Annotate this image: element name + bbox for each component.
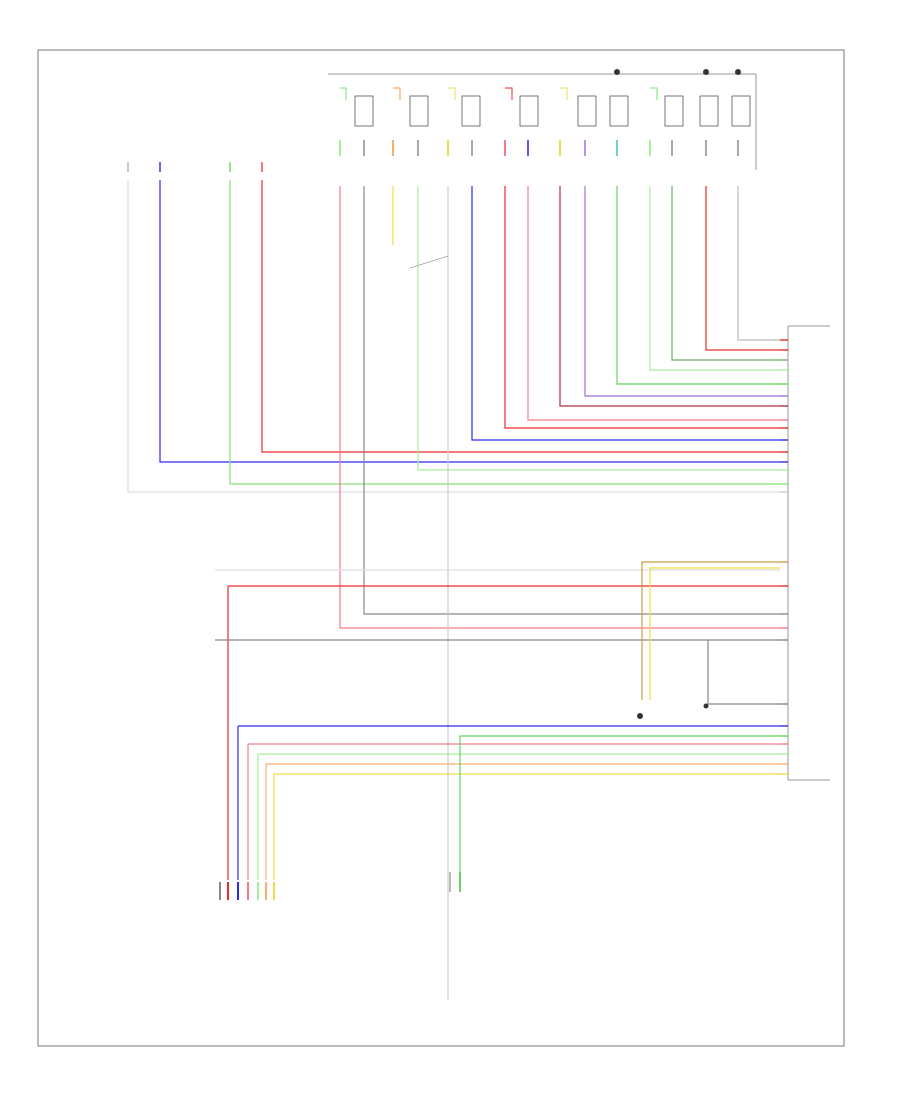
wire-inj-8 — [705, 186, 780, 351]
wire-inj-7b — [671, 186, 780, 361]
wire-ks-left-signal — [159, 180, 780, 463]
wire-inj-1 — [339, 186, 780, 629]
ect-sensor — [449, 872, 461, 892]
wire-inj-5b — [584, 186, 780, 397]
wire-inj-4 — [504, 186, 780, 429]
connector-stubs — [339, 140, 739, 156]
diagram-frame — [37, 49, 845, 1047]
wire-sensor-ground-2 — [649, 567, 780, 700]
wire-ect — [459, 735, 780, 880]
wire-inj-4b — [527, 186, 780, 421]
ecm — [787, 325, 830, 781]
right-knock-sensor — [229, 162, 263, 172]
wire-inj-9 — [737, 186, 780, 341]
wire-inj-6 — [616, 186, 780, 385]
throttle-body — [219, 882, 275, 900]
left-knock-sensor — [127, 162, 161, 172]
wire-inj-5 — [559, 186, 780, 407]
wire-inj-3b — [471, 186, 780, 441]
wire-inj-7 — [649, 186, 780, 371]
wire-sensor-ground — [641, 561, 780, 700]
wire-ks-right-signal — [261, 180, 780, 453]
wire-inj-1b — [363, 186, 780, 615]
wire-inj-2b — [417, 186, 780, 471]
ecm-pin-stubs — [780, 339, 788, 775]
wire-engine-ground — [707, 640, 780, 705]
wire-ks-left-shield — [127, 180, 780, 493]
injector-blocks — [340, 69, 751, 127]
wire-ks-right-shield — [229, 180, 780, 485]
